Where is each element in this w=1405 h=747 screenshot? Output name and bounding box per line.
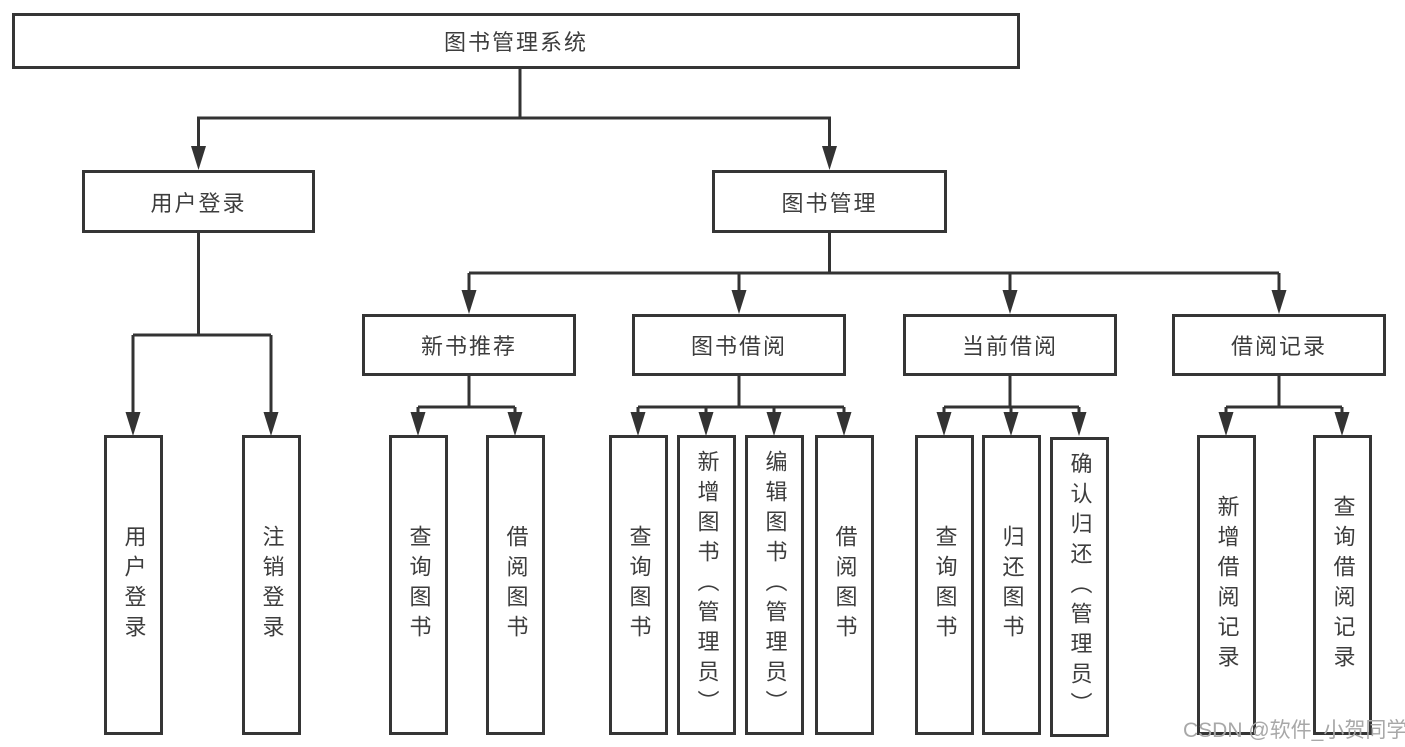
arrow-down-icon xyxy=(630,412,646,436)
arrow-down-icon xyxy=(822,146,837,170)
leaf-query-books-3: 查询图书 xyxy=(915,435,974,735)
node-book-management: 图书管理 xyxy=(712,170,947,233)
leaf-edit-books-admin: 编辑图书（管理员） xyxy=(745,435,804,735)
leaf-query-books-2: 查询图书 xyxy=(609,435,668,735)
node-borrow-record: 借阅记录 xyxy=(1172,314,1386,376)
leaf-add-books-admin: 新增图书（管理员） xyxy=(677,435,736,735)
node-current-borrow: 当前借阅 xyxy=(903,314,1117,376)
arrow-down-icon xyxy=(836,412,852,436)
node-root-library-system: 图书管理系统 xyxy=(12,13,1020,69)
leaf-borrow-books-1: 借阅图书 xyxy=(486,435,545,735)
csdn-watermark: CSDN @软件_小贺同学 xyxy=(1183,719,1405,742)
leaf-query-books-1: 查询图书 xyxy=(389,435,448,735)
arrow-down-icon xyxy=(125,412,141,436)
leaf-add-borrow-record: 新增借阅记录 xyxy=(1197,435,1256,735)
arrow-down-icon xyxy=(1003,412,1019,436)
arrow-down-icon xyxy=(191,146,206,170)
arrow-down-icon xyxy=(936,412,952,436)
arrow-down-icon xyxy=(1002,290,1018,314)
connector-lines xyxy=(131,69,1344,414)
node-book-borrow: 图书借阅 xyxy=(632,314,846,376)
leaf-borrow-books-2: 借阅图书 xyxy=(815,435,874,735)
arrow-down-icon xyxy=(1218,412,1234,436)
leaf-return-books: 归还图书 xyxy=(982,435,1041,735)
arrow-down-icon xyxy=(1271,290,1287,314)
node-new-book-recommend: 新书推荐 xyxy=(362,314,576,376)
arrow-down-icon xyxy=(263,412,279,436)
arrow-down-icon xyxy=(698,412,714,436)
leaf-confirm-return-admin: 确认归还（管理员） xyxy=(1050,437,1109,737)
arrow-down-icon xyxy=(507,412,523,436)
leaf-user-login: 用户登录 xyxy=(104,435,163,735)
arrow-down-icon xyxy=(731,290,747,314)
arrowheads xyxy=(125,146,1350,436)
arrow-down-icon xyxy=(1334,412,1350,436)
leaf-query-borrow-record: 查询借阅记录 xyxy=(1313,435,1372,735)
arrow-down-icon xyxy=(1071,412,1087,436)
arrow-down-icon xyxy=(461,290,477,314)
arrow-down-icon xyxy=(410,412,426,436)
arrow-down-icon xyxy=(766,412,782,436)
leaf-logout: 注销登录 xyxy=(242,435,301,735)
node-user-login: 用户登录 xyxy=(82,170,315,233)
